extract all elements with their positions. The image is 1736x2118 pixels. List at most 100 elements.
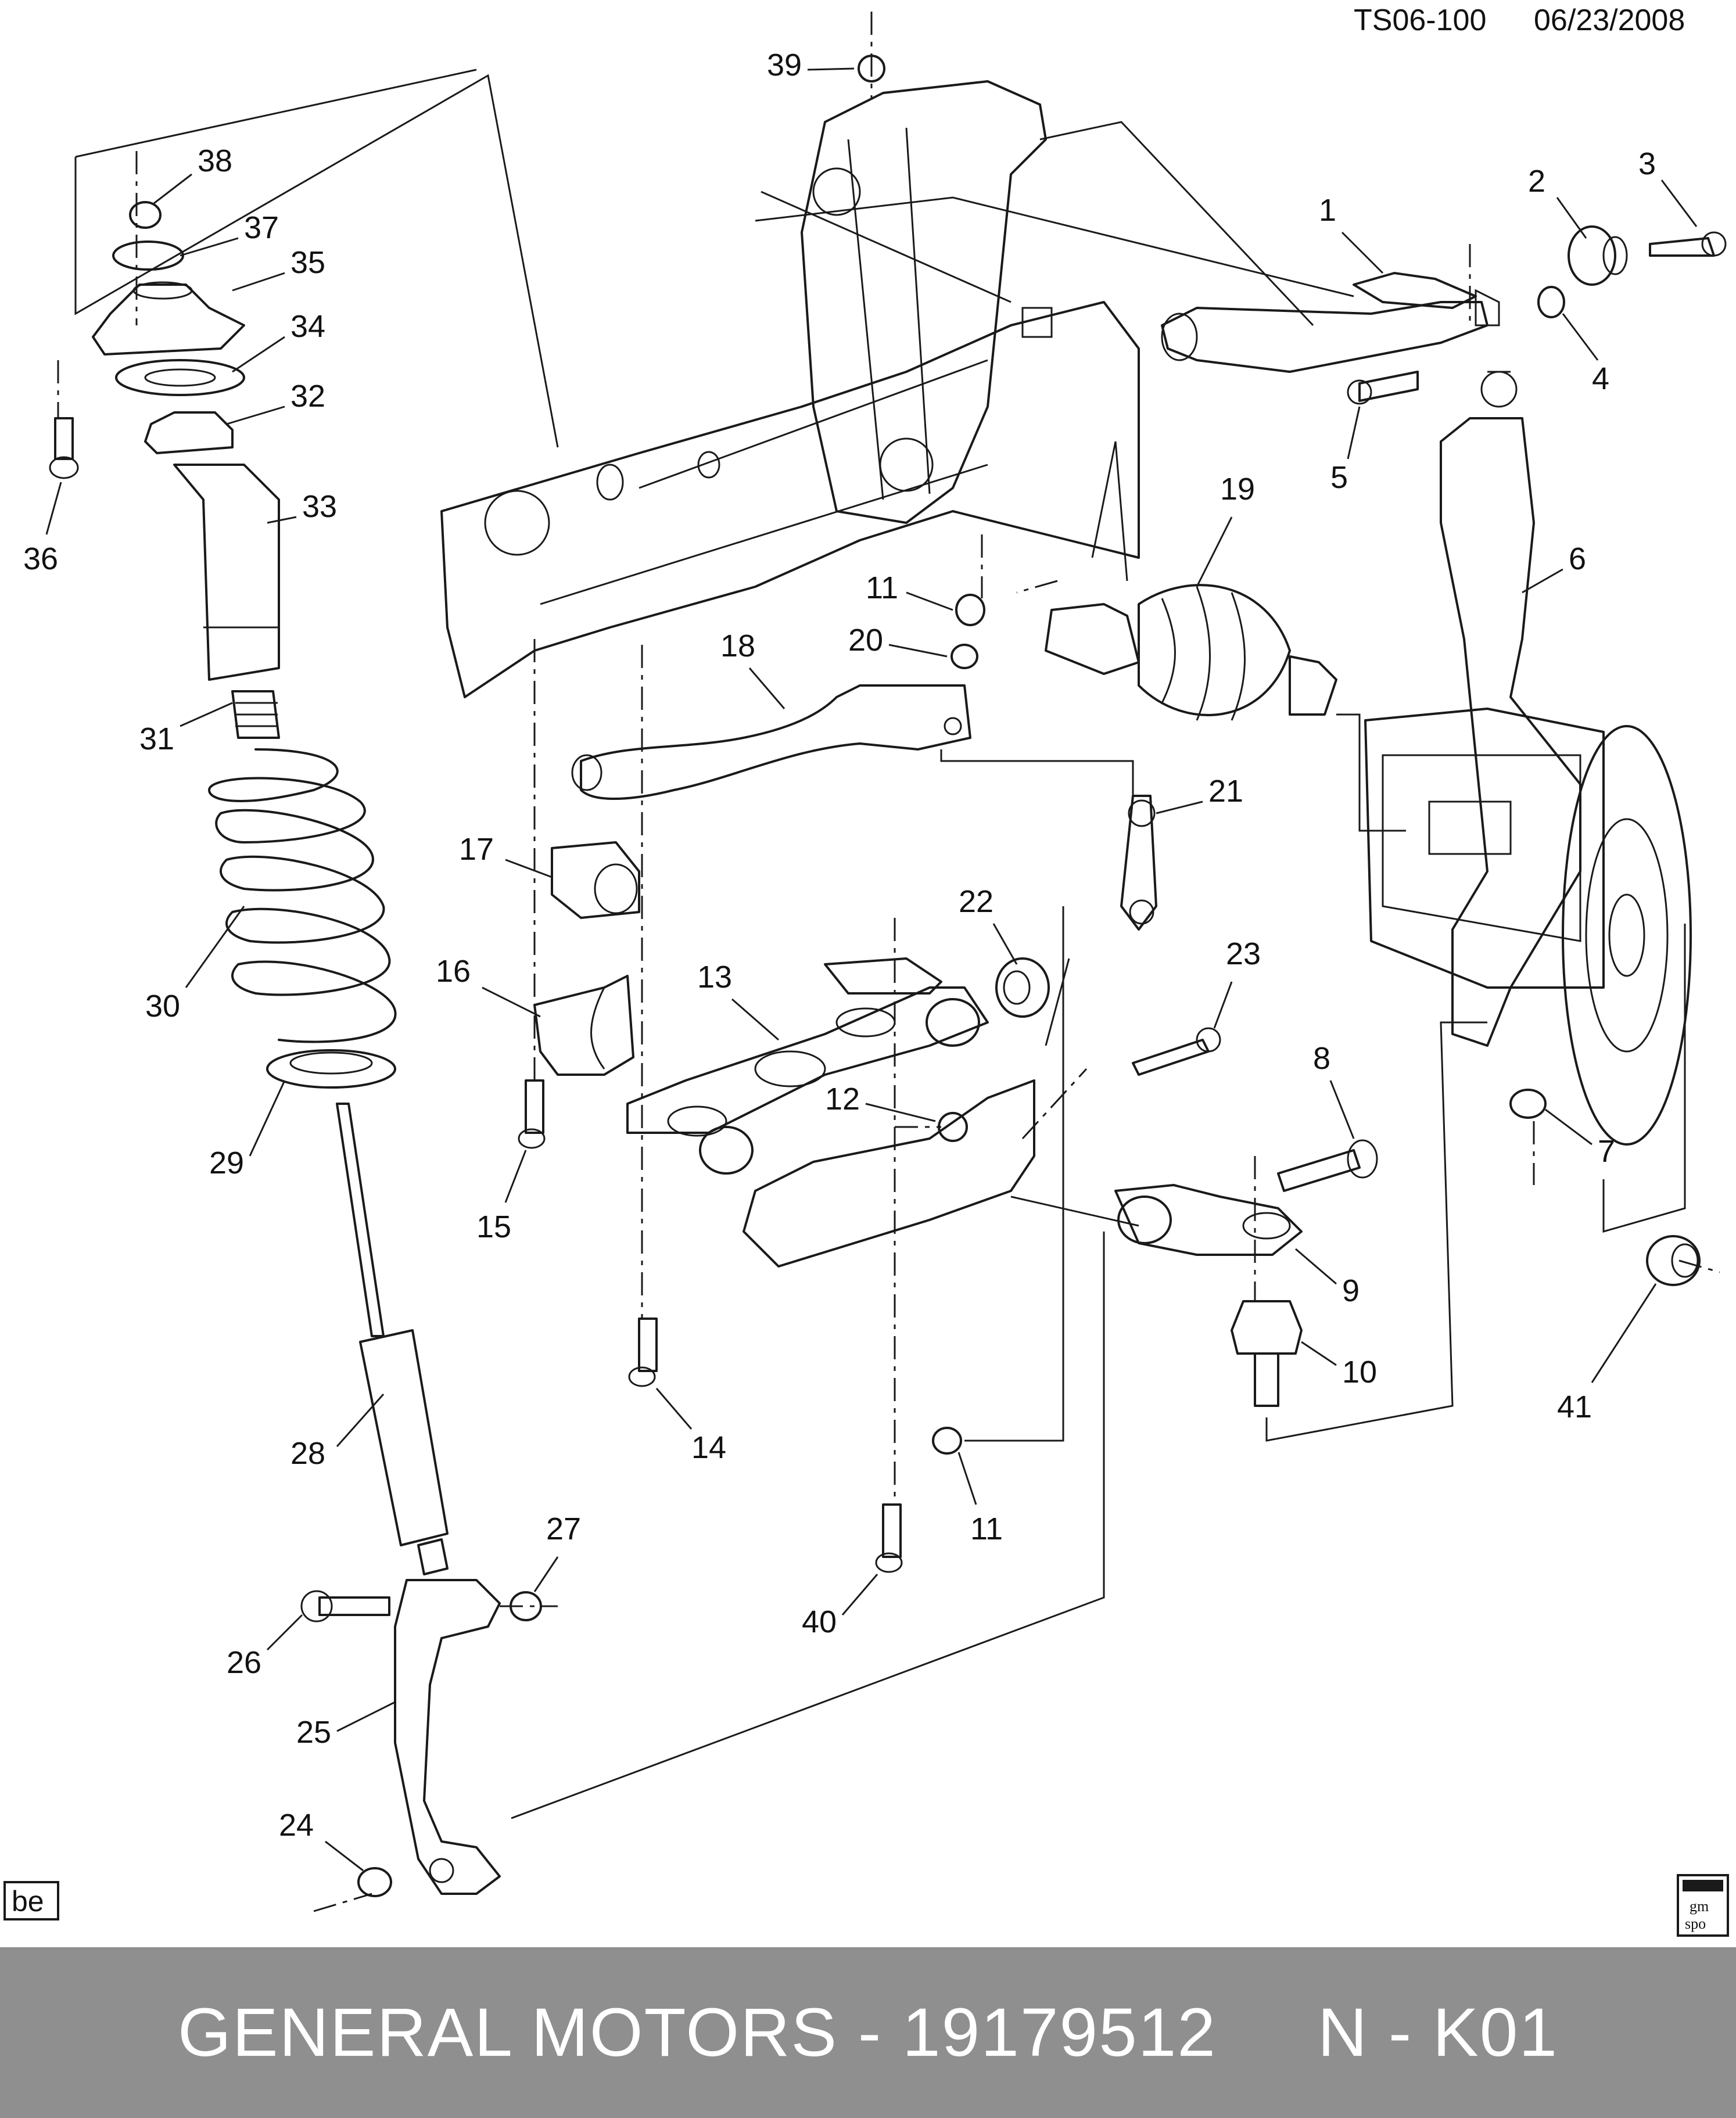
svg-text:4: 4 <box>1592 361 1609 396</box>
svg-text:32: 32 <box>290 379 325 414</box>
callout-32: 32 <box>226 379 325 425</box>
svg-text:gm: gm <box>1690 1898 1709 1915</box>
callout-4: 4 <box>1562 313 1609 396</box>
bolt-26 <box>300 1590 390 1622</box>
svg-text:11: 11 <box>970 1512 1003 1546</box>
hub-nut <box>1646 1235 1701 1286</box>
callout-30: 30 <box>145 906 245 1024</box>
callout-5: 5 <box>1330 406 1361 495</box>
svg-text:spo: spo <box>1685 1915 1706 1932</box>
svg-text:27: 27 <box>546 1512 581 1546</box>
lower-arm-rear <box>743 1079 1303 1268</box>
svg-text:40: 40 <box>802 1604 837 1639</box>
svg-text:33: 33 <box>302 489 337 524</box>
upper-control-arm <box>1161 272 1500 373</box>
svg-text:1: 1 <box>1319 193 1336 228</box>
callout-12: 12 <box>825 1082 936 1122</box>
lower-control-arm <box>626 957 989 1175</box>
svg-text:8: 8 <box>1313 1041 1330 1076</box>
cam-bolt <box>1347 371 1419 405</box>
svg-text:11: 11 <box>866 570 898 605</box>
svg-text:31: 31 <box>139 721 174 756</box>
callout-27: 27 <box>533 1512 581 1592</box>
stabilizer-bar <box>571 684 971 800</box>
ball-joint <box>1231 1300 1303 1407</box>
callout-1: 1 <box>1319 193 1384 274</box>
washer-20 <box>951 644 978 669</box>
stabilizer-link <box>1120 795 1157 931</box>
strut-bolt-36 <box>49 417 79 479</box>
diagram-date: 06/23/2008 <box>1534 3 1685 37</box>
lower-front-bolt <box>1132 1027 1221 1076</box>
dust-boot <box>173 464 280 681</box>
exploded-suspension-diagram: TS06-100 06/23/2008 <box>3 3 1729 1937</box>
svg-text:2: 2 <box>1528 164 1545 199</box>
callout-37: 37 <box>180 210 279 257</box>
bolt-14 <box>628 1318 658 1387</box>
svg-text:36: 36 <box>23 541 58 576</box>
lower-arm-bushing <box>995 957 1050 1018</box>
svg-text:16: 16 <box>436 954 471 989</box>
reference-lines <box>57 12 1720 1912</box>
badge-be: be <box>3 1881 59 1920</box>
svg-text:30: 30 <box>145 989 180 1024</box>
svg-text:41: 41 <box>1557 1390 1592 1424</box>
callout-33: 33 <box>267 489 337 524</box>
strut-mount <box>92 281 245 356</box>
callout-9: 9 <box>1295 1248 1360 1308</box>
stabilizer-bushing <box>551 841 640 919</box>
diagram-code: TS06-100 <box>1354 3 1486 37</box>
callout-23: 23 <box>1213 936 1261 1029</box>
strut-washer <box>112 240 184 271</box>
callout-40: 40 <box>802 1574 878 1639</box>
callout-15: 15 <box>476 1150 527 1244</box>
svg-text:23: 23 <box>1226 936 1261 971</box>
spring-insulator-lower <box>266 1049 396 1089</box>
svg-text:39: 39 <box>767 48 802 82</box>
strut-lower-bracket <box>394 1579 501 1895</box>
jounce-bumper <box>231 690 280 739</box>
callout-10: 10 <box>1301 1341 1377 1390</box>
callout-8: 8 <box>1313 1041 1355 1139</box>
svg-text:18: 18 <box>720 629 755 663</box>
footer-part-number: GENERAL MOTORS - 19179512 N - K01 <box>178 1994 1558 2071</box>
frame-crossmember <box>440 80 1140 698</box>
svg-text:12: 12 <box>825 1082 860 1117</box>
stabilizer-clamp <box>533 975 634 1076</box>
callout-6: 6 <box>1522 541 1586 594</box>
svg-text:6: 6 <box>1569 541 1586 576</box>
svg-text:13: 13 <box>697 960 732 995</box>
lower-bolt <box>1277 1139 1378 1192</box>
callout-3: 3 <box>1638 146 1698 227</box>
callout-35: 35 <box>232 245 325 292</box>
callout-11b: 11 <box>957 1452 1003 1546</box>
bolt-15 <box>518 1079 546 1149</box>
svg-text:37: 37 <box>244 210 279 245</box>
callout-25: 25 <box>296 1701 396 1750</box>
svg-text:22: 22 <box>959 884 993 919</box>
svg-text:38: 38 <box>198 143 232 178</box>
bolt-40 <box>875 1503 903 1573</box>
callout-11a: 11 <box>866 570 953 611</box>
callout-22: 22 <box>959 884 1018 965</box>
callout-7: 7 <box>1545 1108 1615 1169</box>
callout-29: 29 <box>209 1080 286 1180</box>
callout-21: 21 <box>1156 774 1243 814</box>
coil-spring <box>208 748 397 1043</box>
callout-14: 14 <box>655 1388 726 1465</box>
svg-text:7: 7 <box>1598 1134 1615 1169</box>
svg-text:20: 20 <box>848 623 883 658</box>
svg-text:17: 17 <box>459 832 494 867</box>
upper-bushing <box>1568 225 1628 286</box>
svg-text:35: 35 <box>290 245 325 280</box>
drive-axle <box>1045 584 1337 721</box>
callout-39: 39 <box>767 48 855 82</box>
brake-assembly <box>1364 708 1692 1146</box>
svg-text:19: 19 <box>1220 472 1255 507</box>
callout-36: 36 <box>23 482 62 576</box>
strut-shock <box>336 1103 449 1575</box>
callout-18: 18 <box>720 629 785 709</box>
svg-text:3: 3 <box>1638 146 1656 181</box>
nut-11-lower <box>932 1427 962 1455</box>
svg-text:10: 10 <box>1342 1355 1377 1390</box>
